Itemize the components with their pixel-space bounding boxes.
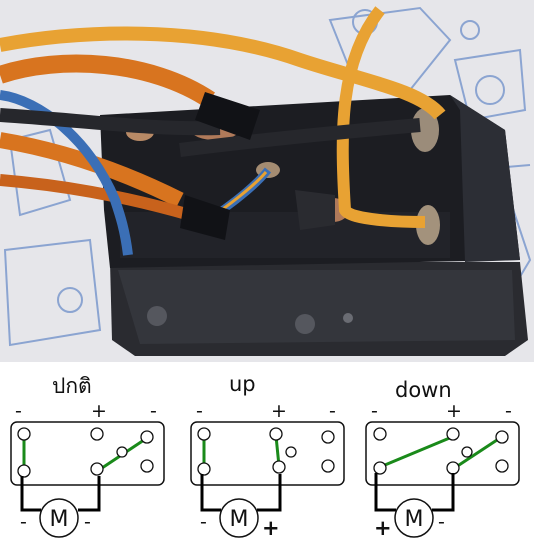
terminal [461, 446, 473, 458]
motor-icon [39, 498, 79, 538]
top-sign-right: - [150, 400, 157, 422]
switch-outline [190, 421, 345, 486]
top-sign-left: - [196, 400, 203, 422]
terminal [321, 430, 335, 444]
motor-wire [374, 473, 396, 512]
bottom-sign-left: - [200, 511, 207, 533]
motor-wire [257, 474, 282, 512]
switch-outline [10, 421, 165, 486]
top-sign-right: - [505, 400, 512, 422]
bottom-sign-right: - [84, 511, 91, 533]
wiring-diagrams: ปกติ - + - M - - up - + - [10, 372, 520, 540]
terminal [140, 430, 154, 444]
terminal [446, 461, 460, 475]
terminal [90, 427, 104, 441]
switch-photo [0, 0, 534, 362]
terminal [197, 462, 211, 476]
terminal [269, 427, 283, 441]
terminal [140, 459, 154, 473]
motor-label: M [50, 507, 69, 532]
terminal [17, 427, 31, 441]
terminal [321, 459, 335, 473]
switch-outline [365, 421, 520, 486]
diagram-down: down - + - M + - [365, 378, 520, 540]
terminal [495, 430, 509, 444]
bottom-sign-left: - [20, 511, 27, 533]
top-sign-middle: + [271, 400, 287, 422]
motor-label: M [405, 507, 424, 532]
terminal [90, 462, 104, 476]
diagram-title: down [395, 378, 452, 402]
diagram-normal: ปกติ - + - M - - [10, 374, 165, 538]
jumper-line [455, 436, 501, 469]
top-sign-left: - [371, 400, 378, 422]
terminal [116, 446, 128, 458]
top-sign-right: - [329, 400, 336, 422]
bottom-sign-left: + [374, 516, 392, 540]
diagram-up: up - + - M - + [190, 372, 345, 540]
motor-label: M [230, 507, 249, 532]
terminal [446, 427, 460, 441]
motor-wire [20, 476, 41, 512]
top-sign-left: - [15, 400, 22, 422]
terminal [373, 427, 387, 441]
terminal [285, 446, 297, 458]
motor-wire [432, 473, 455, 512]
terminal [197, 427, 211, 441]
motor-wire [78, 476, 101, 512]
terminal [373, 461, 387, 475]
terminal [272, 460, 286, 474]
motor-icon [394, 498, 434, 538]
terminal [17, 464, 31, 478]
diagram-title: up [229, 372, 256, 396]
top-sign-middle: + [91, 400, 107, 422]
bottom-sign-right: + [262, 516, 280, 540]
bottom-sign-right: - [438, 511, 445, 533]
top-sign-middle: + [446, 400, 462, 422]
motor-wire [200, 474, 221, 512]
motor-icon [219, 498, 259, 538]
terminal [495, 459, 509, 473]
jumper-line [379, 435, 453, 469]
diagram-title: ปกติ [52, 374, 92, 398]
